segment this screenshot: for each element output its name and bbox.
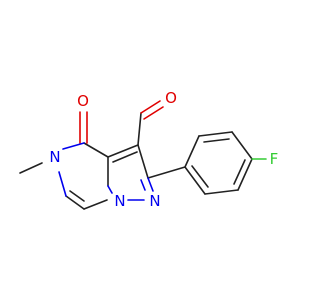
bond-ph-2-3 [198,131,233,137]
atom-o-aldehyde: O [165,89,177,107]
bond-ph-5-6 [204,189,239,195]
bond-ph-6-1 [184,166,206,195]
bond-c3a-c3 [107,144,139,158]
atom-n-bridge: N [114,192,125,210]
bond-methyl-n [19,162,43,174]
bond-c4-c3a [83,142,109,158]
bond-ph-inner-b [233,159,246,185]
atom-labels: O O N N N F [49,89,278,210]
atom-fluorine: F [270,150,279,168]
bond-c7-c8 [83,199,108,210]
bond-nbridge-c3a [107,185,113,194]
bond-aldehyde-co [140,100,161,114]
bond-c6-c7 [65,195,85,210]
atom-n-pyrazole: N [149,192,160,210]
bond-aldehyde-co-2 [143,106,164,120]
nitrogen-bonds [58,142,154,201]
bond-n5-c4 [62,142,85,150]
oxygen-bonds [79,100,164,144]
atom-n-methyl: N [49,148,60,166]
bond-ph-4-5 [237,158,253,191]
bond-c6-c7-inner [69,190,85,202]
bond-c3a-c3-inner [112,151,138,163]
bond-n1-c2 [147,177,154,192]
bond-n1-c2-inner [140,179,146,191]
bond-c3-cho [137,112,142,146]
bond-ph-1-2 [184,135,200,168]
carbon-skeleton [19,112,253,210]
molecule-diagram: O O N N N F [19,89,278,210]
bond-c2-phenyl [147,166,186,179]
bond-ph-3-4 [231,131,253,160]
atom-o-ketone: O [77,92,89,110]
bond-n5-c6 [58,171,67,197]
bond-ph-inner-c [191,165,209,188]
bond-c3-c2 [137,144,149,179]
bond-ph-inner-a [203,138,230,143]
structure-canvas: O O N N N F [19,89,279,210]
